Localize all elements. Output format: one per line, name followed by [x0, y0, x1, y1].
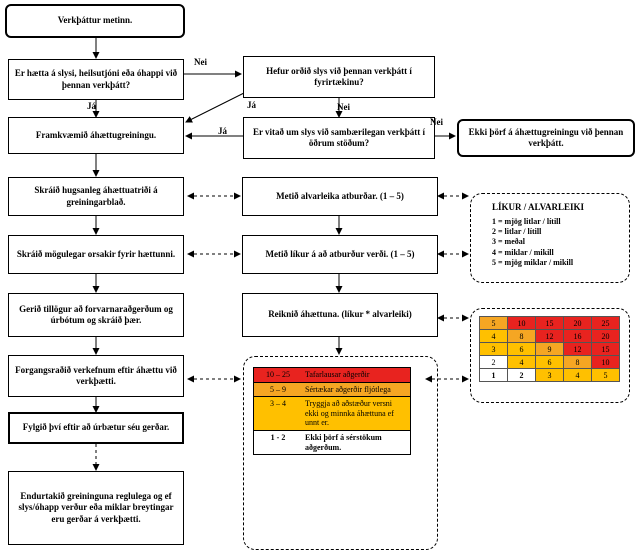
risk-action: Tryggja að aðstæður versni ekki og minnk…	[305, 399, 394, 428]
step-follow-up: Fylgið því eftir að úrbætur séu gerðar.	[8, 412, 184, 444]
risk-action: Sértækar aðgerðir fljótlega	[305, 384, 391, 394]
label-ja-3: Já	[218, 126, 227, 136]
matrix-cell: 15	[591, 342, 620, 356]
matrix-cell: 4	[563, 368, 592, 382]
risk-row: 1 - 2 Ekki þörf á sérstökum aðgerðum.	[254, 430, 410, 455]
matrix-cell: 10	[591, 355, 620, 369]
step-propose-measures: Gerið tillögur að forvarnaraðgerðum og ú…	[8, 293, 184, 337]
matrix-cell: 9	[535, 342, 564, 356]
legend-item: 4 = miklar / mikill	[492, 247, 554, 257]
matrix-cell: 5	[479, 316, 508, 330]
legend-item: 1 = mjög litlar / lítill	[492, 216, 561, 226]
legend-title: LÍKUR / ALVARLEIKI	[492, 202, 585, 212]
step-hazard-question: Er hætta á slysi, heilsutjóni eða óhappi…	[8, 59, 184, 100]
matrix-cell: 20	[563, 316, 592, 330]
matrix-cell: 6	[507, 342, 536, 356]
matrix-cell: 20	[591, 329, 620, 343]
risk-row: 10 – 25 Tafarlausar aðgerðir	[254, 368, 410, 383]
matrix-cell: 5	[591, 368, 620, 382]
step-repeat: Endurtakið greininguna reglulega og ef s…	[8, 471, 184, 545]
risk-range: 3 – 4	[270, 399, 286, 409]
risk-range: 10 – 25	[266, 370, 290, 379]
legend-item: 5 = mjög miklar / mikill	[492, 258, 574, 268]
matrix-cell: 1	[479, 368, 508, 382]
step-assess-likelihood: Metið líkur á að atburður verði. (1 – 5)	[242, 235, 438, 274]
step-record-causes: Skráið mögulegar orsakir fyrir hættunni.	[8, 235, 184, 274]
step-assess-severity: Metið alvarleika atburðar. (1 – 5)	[242, 177, 438, 216]
risk-row: 3 – 4 Tryggja að aðstæður versni ekki og …	[254, 397, 410, 431]
step-perform-analysis: Framkvæmið áhættugreiningu.	[8, 117, 184, 154]
step-start: Verkþáttur metinn.	[5, 4, 185, 38]
risk-priority-table: 10 – 25 Tafarlausar aðgerðir 5 – 9 Sértækar…	[253, 367, 411, 456]
risk-table-frame	[243, 356, 438, 550]
likelihood-severity-legend: LÍKUR / ALVARLEIKI 1 = mjög litlar / lít…	[492, 202, 584, 269]
step-prioritize: Forgangsraðið verkefnum eftir áhættu við…	[8, 355, 184, 397]
matrix-cell: 4	[507, 355, 536, 369]
label-nei-1: Nei	[194, 57, 207, 67]
label-ja-1: Já	[87, 101, 96, 111]
matrix-cell: 8	[563, 355, 592, 369]
risk-action: Ekki þörf á sérstökum aðgerðum.	[305, 432, 382, 452]
matrix-cell: 12	[535, 329, 564, 343]
matrix-cell: 3	[535, 368, 564, 382]
legend-item: 3 = meðal	[492, 237, 525, 247]
question-similar-accident: Er vitað um slys við sambærilegan verkþá…	[243, 117, 435, 159]
matrix-cell: 4	[479, 329, 508, 343]
question-prior-accident: Hefur orðið slys við þennan verkþátt í f…	[243, 56, 435, 98]
risk-action: Tafarlausar aðgerðir	[305, 370, 370, 379]
matrix-cell: 12	[563, 342, 592, 356]
risk-range: 1 - 2	[270, 432, 286, 442]
matrix-cell: 3	[479, 342, 508, 356]
matrix-cell: 2	[507, 368, 536, 382]
legend-item: 2 = litlar / lítill	[492, 227, 542, 237]
matrix-cell: 6	[535, 355, 564, 369]
label-nei-3: Nei	[430, 117, 443, 127]
no-analysis-needed: Ekki þörf á áhættugreiningu við þennan v…	[457, 119, 635, 157]
risk-range: 5 – 9	[270, 384, 286, 394]
step-record-hazards: Skráið hugsanleg áhættuatriði á greining…	[8, 177, 184, 216]
matrix-frame	[470, 308, 630, 403]
legend-frame	[470, 193, 630, 283]
matrix-cell: 10	[507, 316, 536, 330]
matrix-cell: 2	[479, 355, 508, 369]
matrix-cell: 8	[507, 329, 536, 343]
label-ja-2: Já	[247, 100, 256, 110]
matrix-cell: 15	[535, 316, 564, 330]
matrix-cell: 16	[563, 329, 592, 343]
step-calculate-risk: Reiknið áhættuna. (líkur * alvarleiki)	[242, 293, 438, 337]
label-nei-2: Nei	[337, 102, 350, 112]
risk-row: 5 – 9 Sértækar aðgerðir fljótlega	[254, 382, 410, 398]
matrix-cell: 25	[591, 316, 620, 330]
